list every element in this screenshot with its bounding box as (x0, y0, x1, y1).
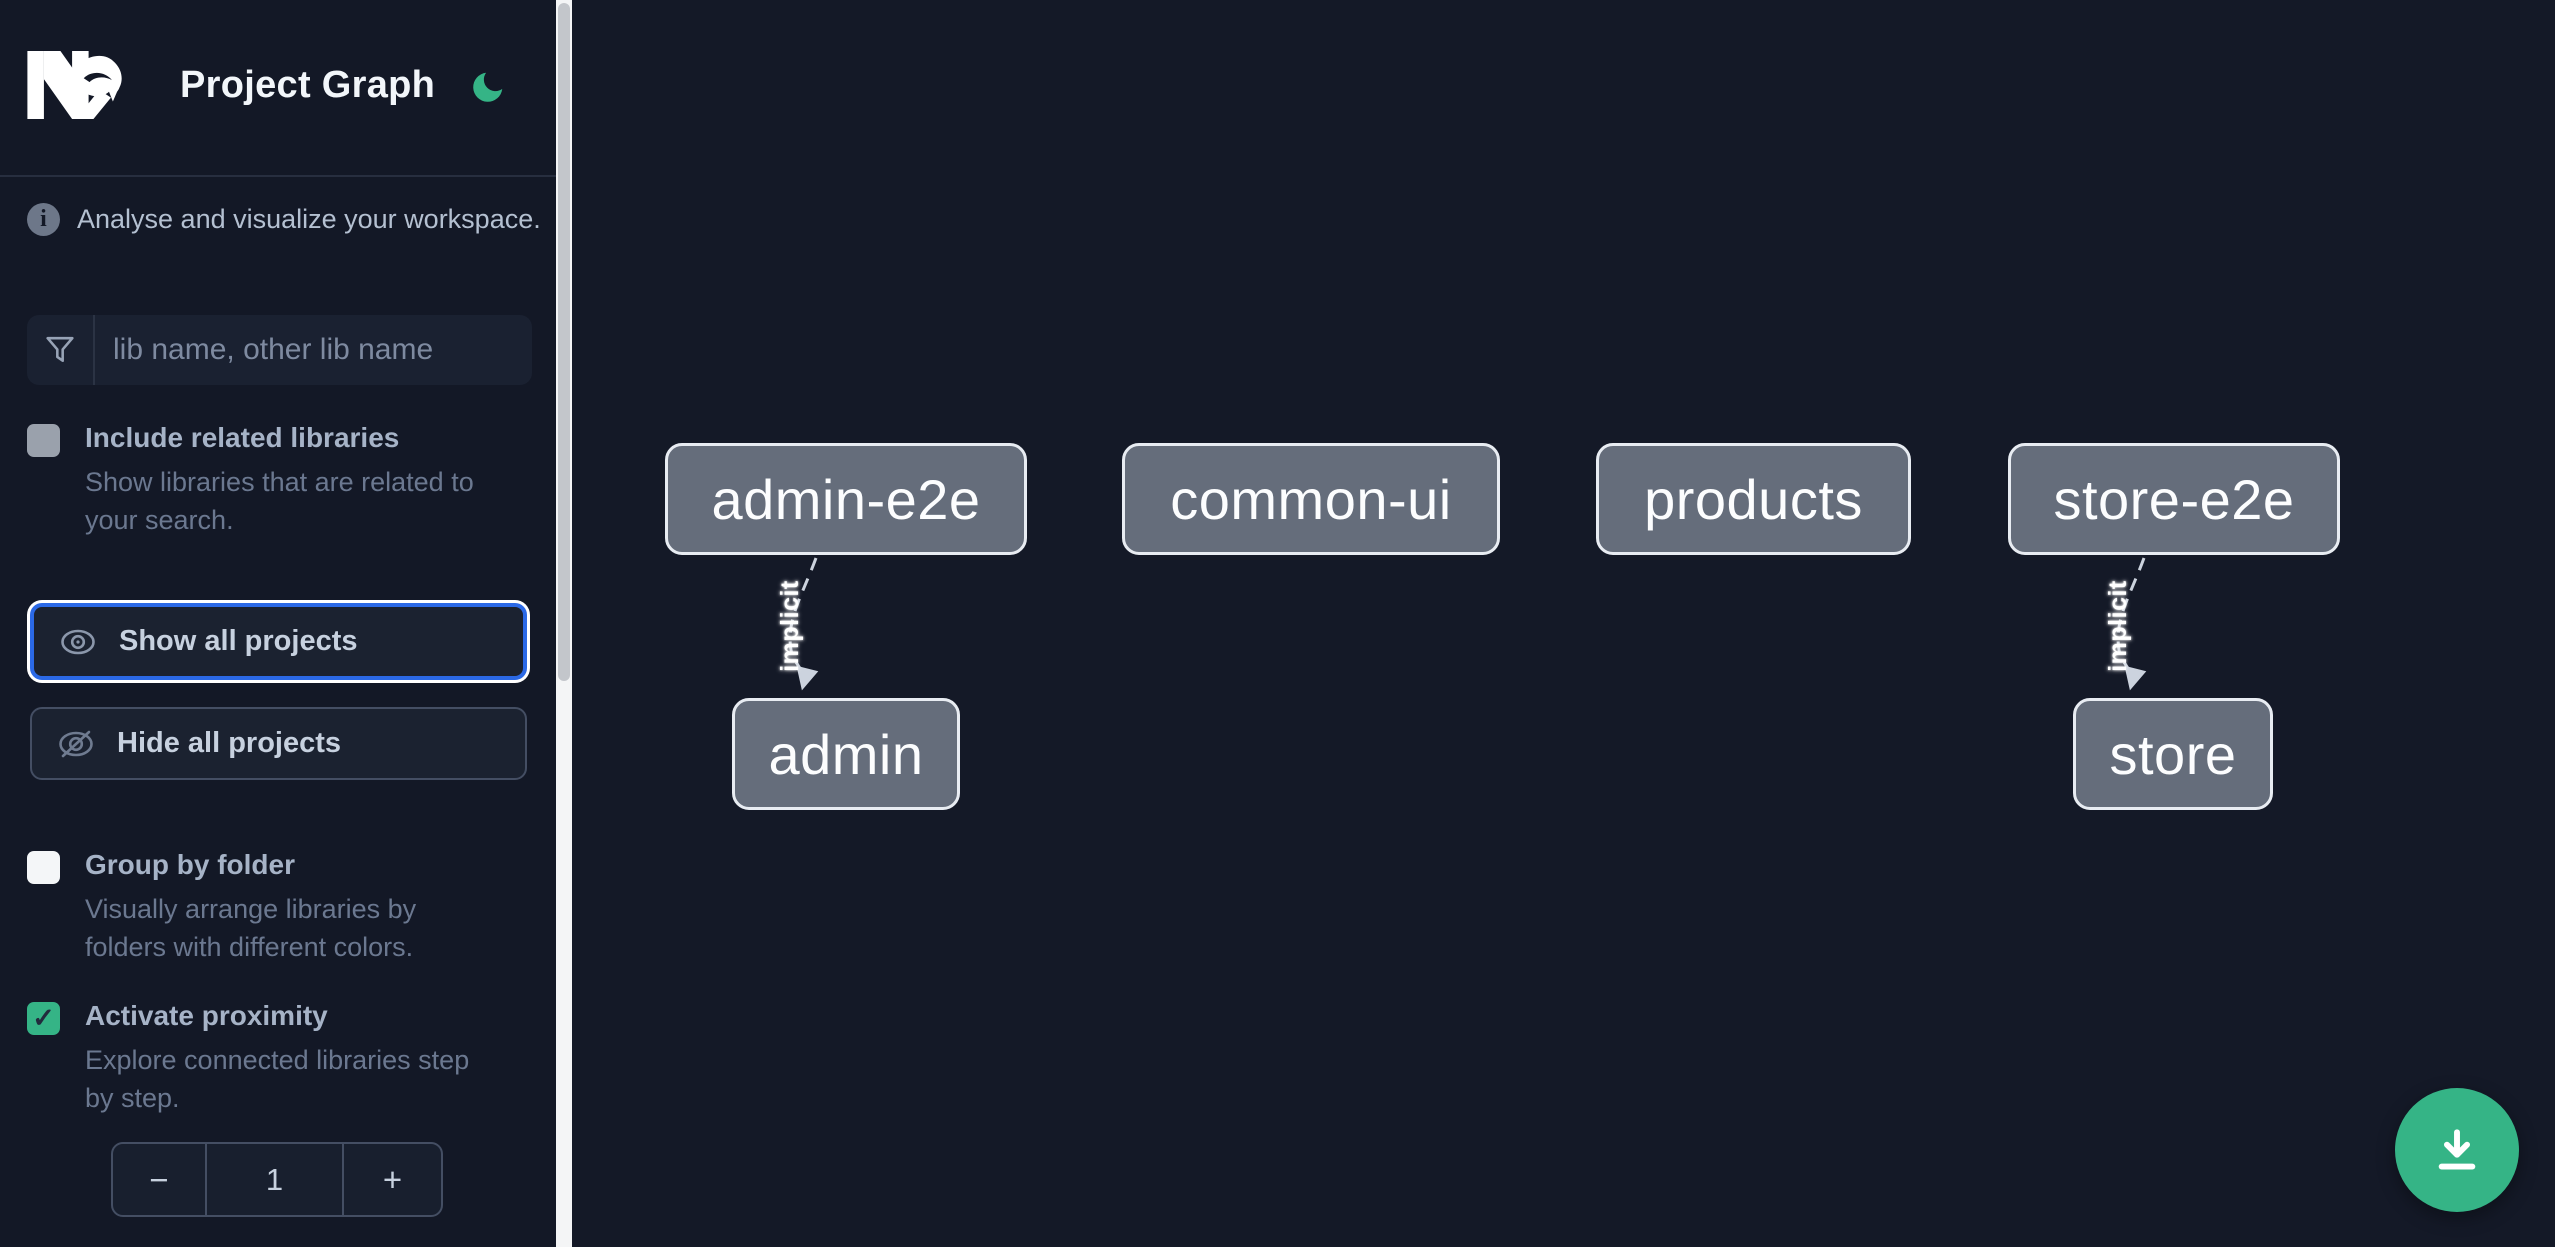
page-title: Project Graph (180, 64, 436, 106)
graph-node-store-e2e[interactable]: store-e2e (2008, 443, 2340, 555)
decrement-button[interactable]: − (113, 1144, 207, 1215)
activate-proximity-row: ✓ Activate proximity Explore connected l… (27, 1000, 532, 1117)
sidebar: Project Graph i Analyse and visualize yo… (0, 0, 572, 1247)
library-filter (27, 315, 532, 385)
edge-store-e2e-to-store (2116, 557, 2147, 691)
graph-node-store[interactable]: store (2073, 698, 2273, 810)
sidebar-header: Project Graph (0, 0, 557, 177)
activate-proximity-checkbox[interactable]: ✓ (27, 1002, 60, 1035)
nx-logo (27, 51, 122, 119)
group-by-folder-row: Group by folder Visually arrange librari… (27, 849, 532, 966)
proximity-depth-value[interactable]: 1 (265, 1161, 284, 1197)
sidebar-scrollbar-thumb[interactable] (558, 3, 570, 681)
proximity-depth-stepper: − 1 + (111, 1142, 443, 1217)
activate-proximity-label[interactable]: Activate proximity (85, 1000, 328, 1031)
funnel-icon (27, 315, 95, 385)
activate-proximity-description: Explore connected libraries step by step… (85, 1045, 470, 1113)
hide-all-projects-button[interactable]: Hide all projects (30, 707, 527, 780)
edge-admin-e2e-to-admin (788, 557, 819, 691)
include-related-description: Show libraries that are related to your … (85, 467, 474, 535)
graph-canvas[interactable]: admin-e2e common-ui products store-e2e a… (572, 0, 2555, 1247)
download-graph-button[interactable] (2395, 1088, 2519, 1212)
graph-node-common-ui[interactable]: common-ui (1122, 443, 1500, 555)
group-by-folder-label[interactable]: Group by folder (85, 849, 295, 880)
graph-node-admin-e2e[interactable]: admin-e2e (665, 443, 1027, 555)
increment-button[interactable]: + (342, 1144, 441, 1215)
graph-node-products[interactable]: products (1596, 443, 1911, 555)
workspace-tagline: i Analyse and visualize your workspace. (27, 203, 541, 236)
tagline-text: Analyse and visualize your workspace. (77, 204, 541, 234)
graph-node-admin[interactable]: admin (732, 698, 960, 810)
graph-edges-layer (788, 557, 2147, 691)
download-icon (2438, 1129, 2476, 1170)
group-by-folder-checkbox[interactable] (27, 851, 60, 884)
include-related-checkbox[interactable] (27, 424, 60, 457)
group-by-folder-description: Visually arrange libraries by folders wi… (85, 894, 417, 962)
eye-off-icon (59, 730, 93, 757)
filter-input[interactable] (95, 315, 532, 385)
theme-toggle-button[interactable] (466, 66, 510, 110)
include-related-label[interactable]: Include related libraries (85, 422, 400, 453)
info-icon: i (27, 203, 60, 236)
eye-icon (61, 629, 95, 654)
show-all-projects-button[interactable]: Show all projects (30, 603, 527, 680)
moon-icon (473, 72, 503, 102)
check-icon: ✓ (32, 1003, 55, 1033)
include-related-row: Include related libraries Show libraries… (27, 422, 532, 539)
